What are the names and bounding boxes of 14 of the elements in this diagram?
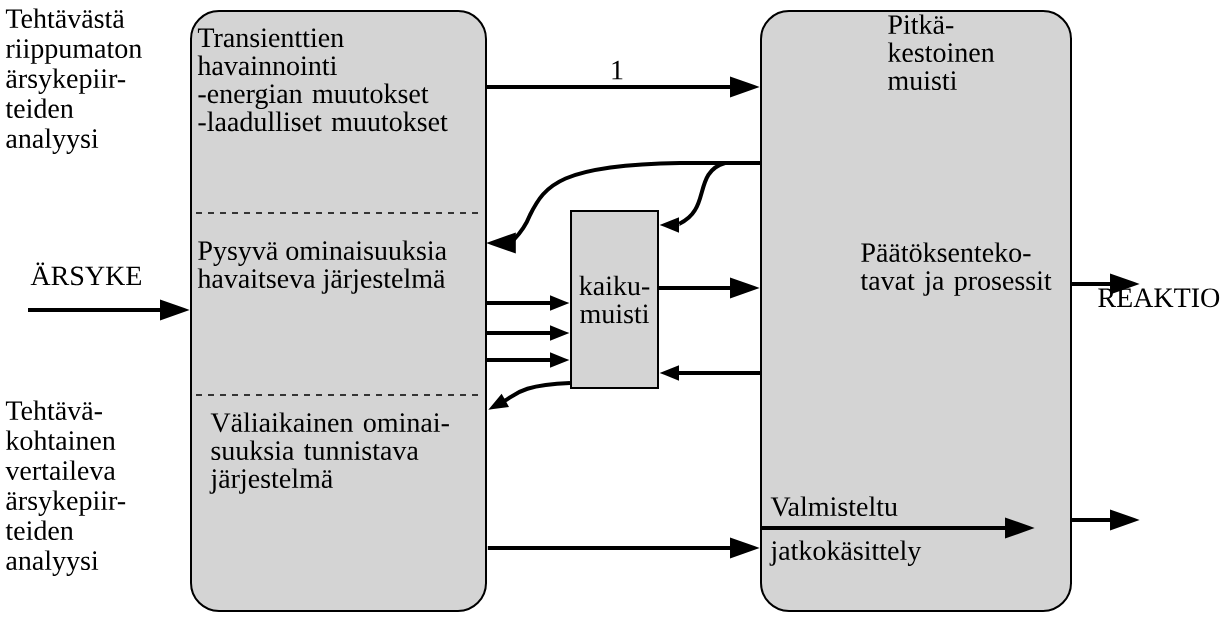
edge-label: 1 — [612, 60, 623, 80]
section-text: Pysyvä ominaisuuksia havaitseva järjestelmä — [197, 240, 447, 294]
side-label: Tehtävästä riippumaton ärsykepiir- teiden analyysi — [5, 8, 142, 154]
block-box — [760, 10, 1072, 612]
side-label: ÄRSYKE — [30, 262, 141, 286]
block-box — [190, 10, 487, 612]
section-text: Väliaikainen ominai- suuksia tunnistava järjestelmä — [209, 412, 449, 494]
section-text: Valmisteltu jatkokäsittely — [769, 496, 922, 566]
section-text: Pitkä- kestoinen muisti — [887, 14, 995, 91]
section-text: Transienttien havainnointi -energian muutokset -laadulliset muutokset — [197, 28, 448, 132]
section-text: REAKTIO — [1098, 288, 1220, 308]
side-label: Tehtävä- kohtainen vertaileva ärsykepiir- teiden analyysi — [5, 400, 126, 576]
section-text: Päätöksenteko- tavat ja prosessit — [860, 242, 1052, 296]
memory-box: kaiku- muisti — [570, 210, 659, 389]
